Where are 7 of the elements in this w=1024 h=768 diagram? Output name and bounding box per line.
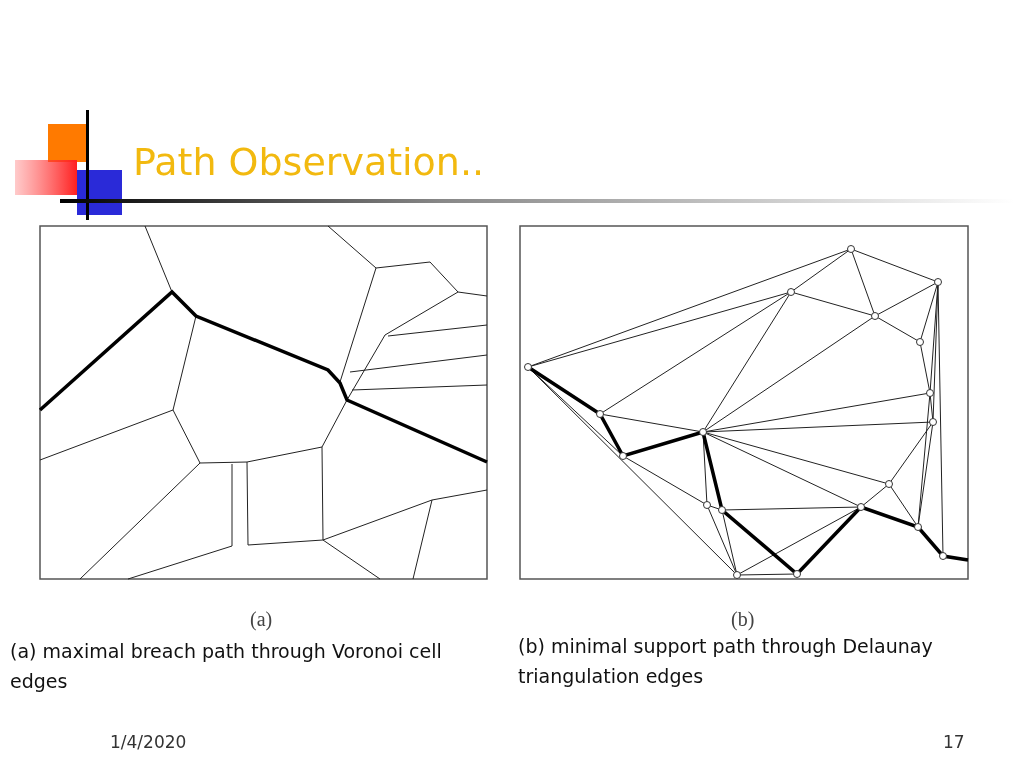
figure-caption: (b) minimal support path through Delaunay triangulation edges bbox=[518, 634, 934, 689]
slide-date: 1/4/2020 bbox=[110, 732, 187, 752]
slide-number: 17 bbox=[943, 732, 965, 752]
figure-caption: (a) maximal breach path through Voronoi cell edges bbox=[10, 639, 443, 694]
slide-title: Path Observation.. bbox=[133, 140, 485, 184]
subfigure-label: (b) bbox=[731, 608, 755, 631]
subfigure-label: (a) bbox=[250, 608, 273, 631]
